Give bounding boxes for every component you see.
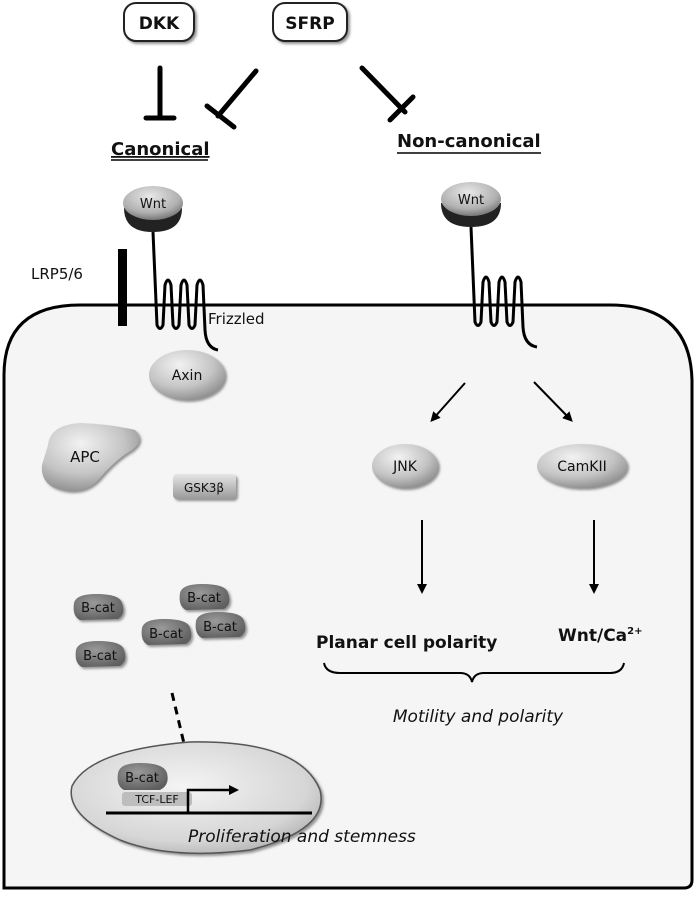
nuclear-bcat-label: B-cat [125, 771, 159, 786]
noncanonical-title: Non-canonical [397, 131, 541, 152]
sfrp-canonical-inhibition-arrow [204, 68, 259, 130]
jnk-protein [372, 444, 438, 488]
lrp-label: LRP5/6 [31, 265, 83, 283]
canonical-wnt-ligand [123, 186, 183, 232]
axin-label: Axin [172, 368, 203, 384]
canonical-title: Canonical [111, 139, 210, 160]
nuclear-bcat-protein [117, 763, 168, 790]
wnt-calcium-label: Wnt/Ca2+ [558, 626, 642, 646]
canonical-frizzled-receptor [151, 231, 219, 352]
bcat-label: B-cat [203, 620, 237, 635]
proliferation-outcome: Proliferation and stemness [188, 827, 416, 847]
bcat-protein [75, 641, 126, 667]
motility-outcome: Motility and polarity [393, 707, 564, 727]
noncanonical-wnt-ligand [441, 182, 501, 227]
camkii-branch-arrow [533, 381, 573, 422]
camkii-label: CamKII [557, 459, 606, 475]
frizzled-label: Frizzled [208, 310, 265, 328]
planar-cell-polarity-label: Planar cell polarity [316, 633, 497, 653]
bcat-translocation-arrow [170, 692, 190, 756]
bcat-label: B-cat [187, 591, 221, 606]
jnk-label: JNK [392, 459, 418, 475]
gsk3b-label: GSK3β [184, 481, 224, 495]
cell-membrane [2, 303, 694, 890]
jnk-branch-arrow [430, 382, 466, 422]
dkk-label: DKK [139, 14, 180, 34]
lrp-coreceptor [118, 249, 127, 326]
bcat-protein [179, 584, 230, 610]
tcf-lef-label: TCF-LEF [134, 793, 178, 806]
bcat-label: B-cat [81, 601, 115, 616]
noncanonical-frizzled-receptor [469, 226, 538, 349]
dkk-inhibition-arrow [143, 65, 177, 121]
transcription-start-arrow [186, 785, 239, 813]
sfrp-noncanonical-inhibition-arrow [359, 65, 416, 123]
bcat-label: B-cat [149, 627, 183, 642]
canonical-wnt-label: Wnt [140, 197, 166, 212]
grouping-brace [323, 662, 625, 683]
sfrp-box [272, 2, 348, 42]
sfrp-label: SFRP [285, 14, 334, 34]
bcat-cluster: B-cat B-cat B-cat B-cat B-cat [73, 584, 246, 667]
bcat-protein [73, 594, 124, 620]
dkk-box [123, 2, 195, 42]
apc-label: APC [70, 448, 100, 466]
axin-protein [149, 350, 225, 400]
camkii-protein [537, 444, 627, 488]
tcf-lef-box [122, 792, 192, 806]
bcat-protein [195, 612, 246, 638]
noncanonical-wnt-label: Wnt [458, 193, 484, 208]
bcat-label: B-cat [83, 649, 117, 664]
bcat-protein [141, 619, 192, 645]
apc-protein [41, 423, 140, 492]
gsk3b-protein [173, 474, 236, 499]
